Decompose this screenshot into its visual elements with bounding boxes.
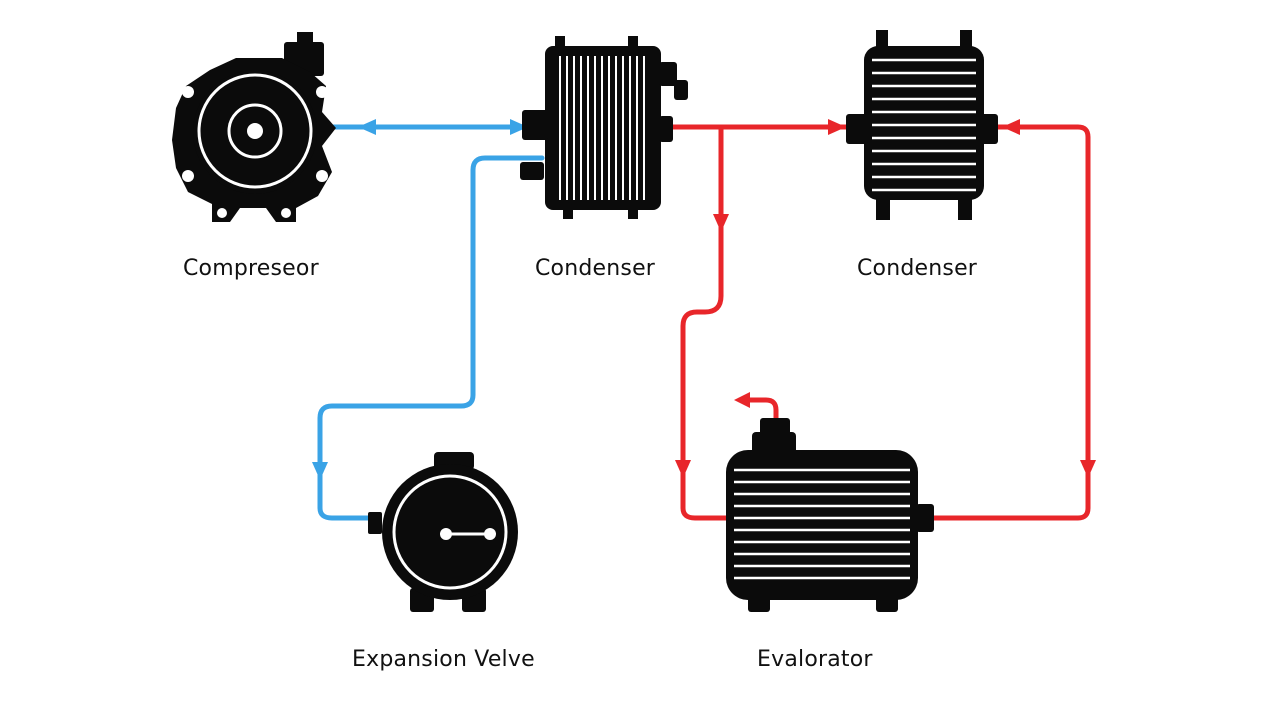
compressor-label: Compreseor xyxy=(183,256,319,281)
pipe-branch-down xyxy=(680,124,731,521)
evaporator-label: Evalorator xyxy=(757,647,873,672)
hot-flow-arrows xyxy=(675,119,1096,478)
hot-refrigerant-lines xyxy=(665,124,1091,521)
arrow-down-icon xyxy=(312,462,328,480)
arrow-left-icon xyxy=(1002,119,1020,135)
pipe-evaporator-top-outlet xyxy=(737,397,779,423)
arrow-left-icon xyxy=(734,392,750,408)
condenser-label-1: Condenser xyxy=(535,256,656,281)
arrow-down-icon xyxy=(1080,460,1096,478)
arrow-down-icon xyxy=(675,460,691,478)
grille-radiator-icon xyxy=(520,36,688,219)
condenser-label-2: Condenser xyxy=(857,256,978,281)
arrow-down-icon xyxy=(713,214,729,232)
pipe-evaporator-return xyxy=(927,124,1091,521)
arrow-right-icon xyxy=(510,119,528,135)
ribbed-tank-icon xyxy=(726,418,934,612)
arrow-right-icon xyxy=(828,119,846,135)
arrow-left-icon xyxy=(358,119,376,135)
cold-flow-arrows xyxy=(312,119,528,480)
valve-gauge-icon xyxy=(368,452,518,612)
coil-radiator-icon xyxy=(846,30,998,220)
cold-refrigerant-lines xyxy=(317,124,545,521)
expansion-valve-label: Expansion Velve xyxy=(352,647,535,672)
gear-motor-icon xyxy=(172,32,336,222)
pipe-condenser-to-expansion-valve xyxy=(317,155,545,521)
